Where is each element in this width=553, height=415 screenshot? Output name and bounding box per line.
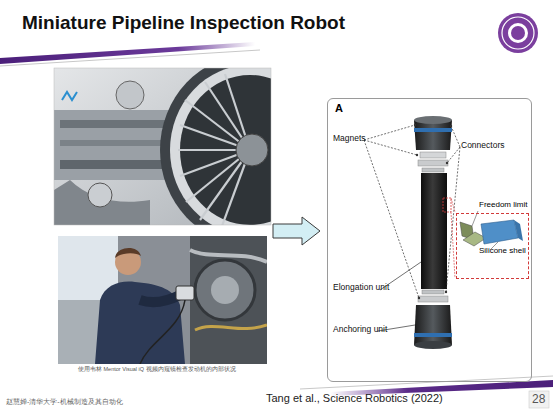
inspection-photo xyxy=(58,236,267,364)
detail-callout xyxy=(443,198,451,212)
detail-callout xyxy=(481,220,518,244)
detail-callout xyxy=(514,220,523,241)
robot-illustration xyxy=(414,305,452,345)
engine-render xyxy=(54,68,271,225)
engine-render xyxy=(170,68,271,225)
footer-text: 赵慧婵-清华大学-机械制造及其自动化 xyxy=(6,398,123,406)
part-label: Elongation unit xyxy=(333,283,389,292)
engine-render xyxy=(116,81,144,109)
leader-lines xyxy=(447,147,460,163)
robot-illustration xyxy=(414,341,452,349)
part-label: Magnets xyxy=(333,134,366,143)
engine-render xyxy=(62,92,77,100)
slide-title: Miniature Pipeline Inspection Robot xyxy=(22,13,345,34)
engine-render xyxy=(160,68,271,225)
engine-render xyxy=(60,120,170,128)
robot-illustration xyxy=(421,173,447,289)
detail-callout xyxy=(451,198,455,212)
leader-heads xyxy=(414,124,452,299)
detail-callout xyxy=(443,198,523,278)
engine-render xyxy=(236,134,268,166)
university-logo xyxy=(498,13,538,53)
inspection-photo xyxy=(95,282,185,364)
part-label: Silicone shell xyxy=(479,247,526,256)
robot-illustration xyxy=(414,128,452,132)
part-label: Freedom limit xyxy=(479,201,527,210)
leader-heads xyxy=(445,291,447,293)
inspection-photo xyxy=(176,286,194,300)
leader-heads xyxy=(416,154,418,156)
robot-illustration xyxy=(420,152,446,158)
leader-lines xyxy=(364,140,419,298)
robot-illustration xyxy=(414,116,452,124)
inspection-photo xyxy=(195,260,255,320)
leader-heads xyxy=(446,162,448,164)
footer-swoosh xyxy=(300,376,553,389)
robot-illustration xyxy=(422,168,444,172)
inspection-photo xyxy=(140,300,185,364)
engine-render xyxy=(60,140,170,146)
robot-illustration xyxy=(418,160,448,166)
detail-callout xyxy=(451,212,455,278)
engine-render xyxy=(88,183,112,207)
robot-illustration xyxy=(414,120,452,150)
leader-heads xyxy=(450,125,452,127)
leader-heads xyxy=(418,297,420,299)
leader-heads xyxy=(414,124,416,126)
inspection-photo xyxy=(58,236,267,364)
inspection-photo xyxy=(190,236,267,364)
university-logo xyxy=(511,26,525,40)
engine-render xyxy=(54,180,150,225)
panel-letter: A xyxy=(335,102,343,114)
inspection-photo xyxy=(211,276,239,304)
page-number: 28 xyxy=(532,393,545,406)
robot-illustration xyxy=(414,333,452,337)
inspection-photo xyxy=(140,295,180,302)
citation-caption: Tang et al., Science Robotics (2022) xyxy=(266,392,443,404)
university-logo xyxy=(502,17,534,49)
leader-lines xyxy=(446,147,460,292)
image-frame xyxy=(54,68,271,225)
part-label: Connectors xyxy=(461,141,504,150)
robot-illustration xyxy=(422,290,444,294)
leader-lines xyxy=(364,140,417,155)
leader-lines xyxy=(364,125,415,140)
robot-illustration xyxy=(418,296,448,302)
transition-arrow xyxy=(273,217,320,245)
inspection-photo xyxy=(195,325,267,330)
detail-inset: Freedom limitSilicone shell xyxy=(456,213,529,279)
engine-render xyxy=(54,110,174,180)
engine-render xyxy=(60,160,170,169)
inspection-photo xyxy=(115,248,141,258)
header-swoosh xyxy=(0,42,260,66)
university-logo xyxy=(498,13,538,53)
leader-lines xyxy=(364,125,460,331)
photo-credit: 使用韦林 Mentor Visual iQ 视频内窥镜检查发动机的内部状况 xyxy=(78,366,236,372)
transition-arrow xyxy=(273,217,320,245)
inspection-photo xyxy=(190,250,267,262)
header-swoosh xyxy=(0,50,260,66)
part-label: Anchoring unit xyxy=(333,325,387,334)
university-logo xyxy=(508,23,528,43)
footer-swoosh xyxy=(529,391,549,408)
leader-lines xyxy=(451,126,460,147)
robot-illustration xyxy=(414,116,452,349)
